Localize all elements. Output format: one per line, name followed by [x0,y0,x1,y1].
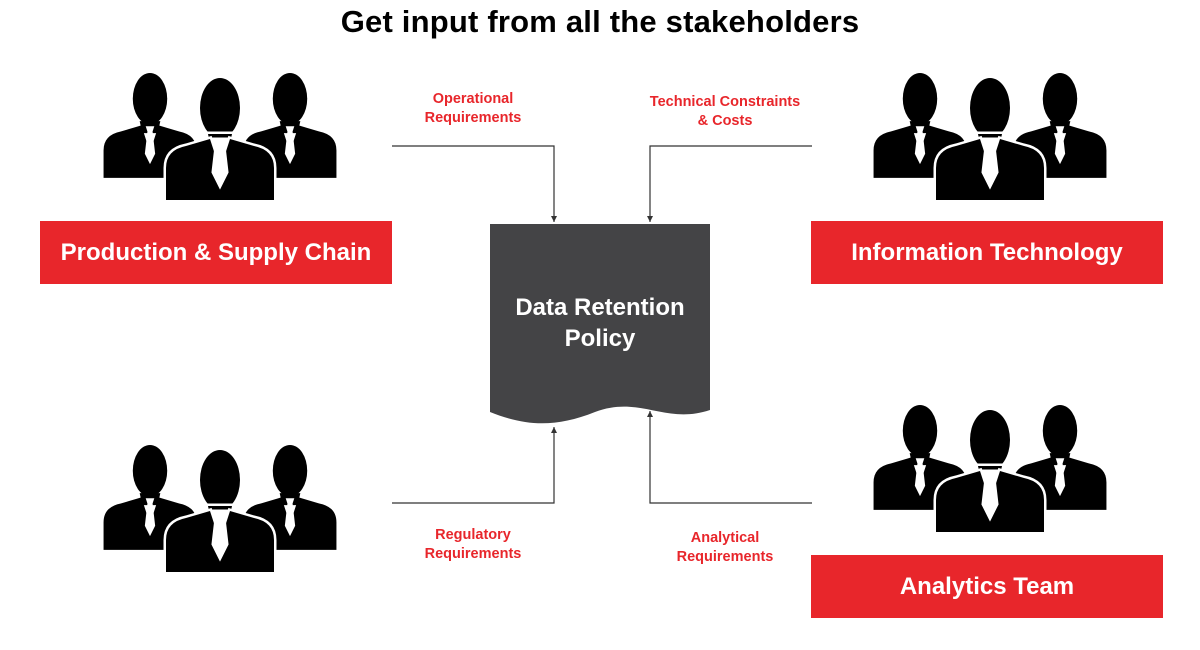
flow-label-line: & Costs [697,113,753,129]
flow-label-operational: Operational Requirements [403,90,543,128]
people-group-icon [874,405,1107,532]
operational-connector [392,145,557,222]
flow-label-regulatory: Regulatory Requirements [403,526,543,564]
regulatory-connector [392,427,557,504]
flow-label-technical: Technical Constraints & Costs [635,93,815,131]
connector-lines [392,145,812,504]
stakeholder-banner-it: Information Technology [811,221,1163,284]
stakeholder-banner-analytics: Analytics Team [811,555,1163,618]
flow-label-line: Analytical [690,530,760,546]
people-group-icon [104,73,337,200]
stakeholder-banner-production: Production & Supply Chain [40,221,392,284]
flow-label-line: Technical Constraints [649,94,801,110]
flow-label-line: Operational [432,91,514,107]
document-title: Data Retention Policy [490,292,710,354]
flow-label-analytical: Analytical Requirements [655,529,795,567]
document-title-line2: Policy [564,325,636,352]
page-title: Get input from all the stakeholders [340,4,860,39]
flow-label-line: Regulatory [435,527,511,543]
technical-connector [647,145,812,222]
analytical-connector [647,411,812,504]
flow-label-line: Requirements [676,549,774,565]
flow-label-line: Requirements [424,110,522,126]
document-shape [490,224,710,424]
flow-label-line: Requirements [424,546,522,562]
people-group-icon [104,445,337,572]
people-group-icon [874,73,1107,200]
document-title-line1: Data Retention [515,294,685,321]
